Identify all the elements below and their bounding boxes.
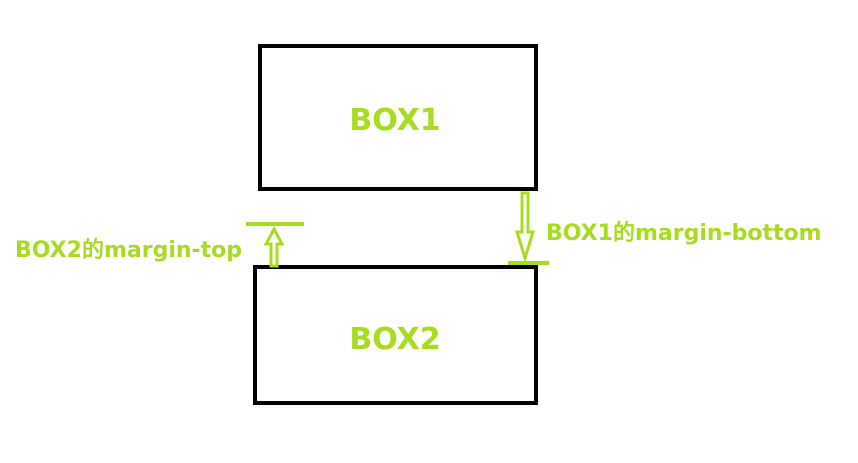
- box2-margin-top-label: BOX2的margin-top: [15, 237, 242, 263]
- box1: BOX1: [258, 44, 538, 191]
- box1-border: [258, 44, 538, 191]
- box1-label: BOX1: [349, 103, 440, 138]
- box2-border: [253, 265, 538, 405]
- box2-label: BOX2: [349, 322, 440, 357]
- box2-margin-top-arrow: [246, 222, 304, 268]
- down-arrow-icon: [514, 191, 536, 264]
- box2: BOX2: [253, 265, 538, 405]
- box1-margin-bottom-arrow: [508, 191, 549, 265]
- box1-margin-bottom-label: BOX1的margin-bottom: [546, 220, 822, 246]
- up-arrow-icon: [263, 225, 285, 268]
